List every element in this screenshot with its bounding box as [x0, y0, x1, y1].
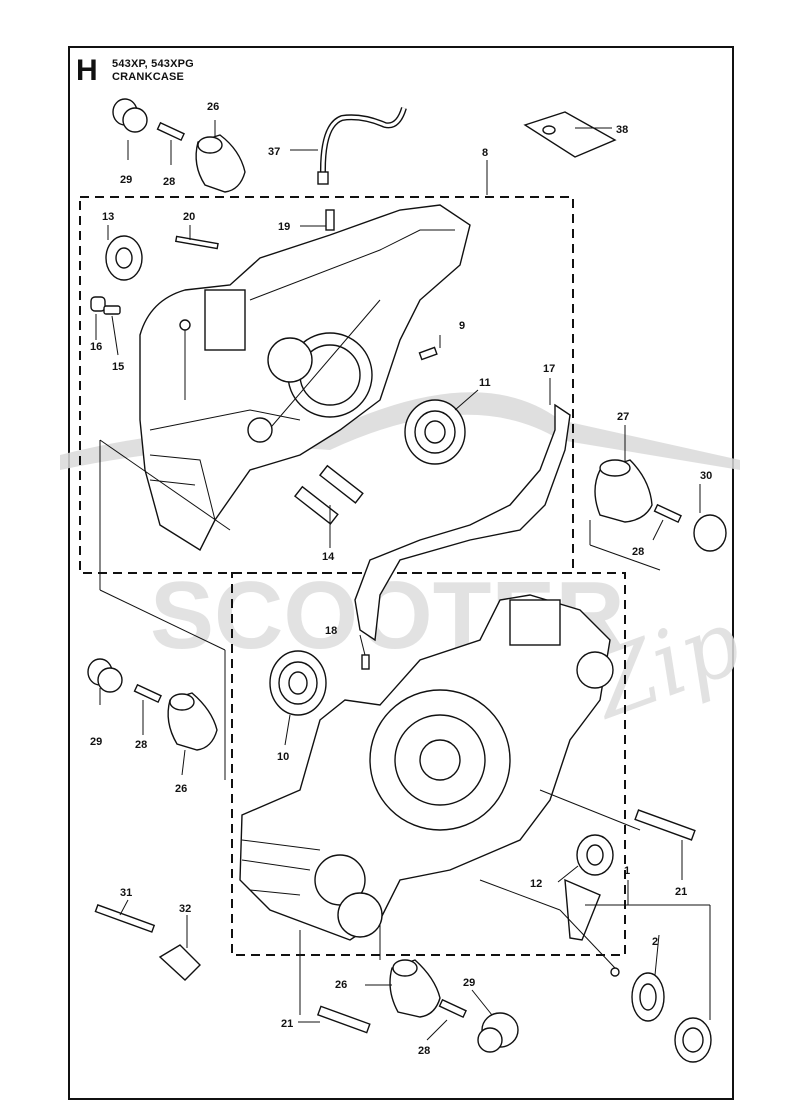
- crankcase-half-upper: [139, 204, 471, 552]
- damper-27: [594, 459, 653, 523]
- pin-20: [174, 235, 219, 250]
- bolt-21-right: [634, 809, 696, 841]
- callout-26-bottom: 26: [335, 979, 347, 991]
- cap-30: [693, 514, 727, 552]
- callout-labels: 29 28 26 37 38 8 13 20 19 9 16 15 11 17 …: [90, 101, 712, 1057]
- callout-28-right: 28: [632, 546, 644, 558]
- damper-26-bottom: [389, 959, 441, 1018]
- buffer-29-left: [87, 658, 123, 693]
- pin-9: [418, 346, 438, 361]
- callout-37: 37: [268, 146, 280, 158]
- callout-38: 38: [616, 124, 628, 136]
- crankcase-half-1-boundary: [79, 196, 574, 574]
- screw-28-bottom: [438, 998, 467, 1019]
- nipple-19: [325, 209, 335, 231]
- decal-38: [523, 111, 617, 158]
- callout-15: 15: [112, 361, 124, 373]
- callout-28-bottom: 28: [418, 1045, 430, 1057]
- callout-29-left: 29: [90, 736, 102, 748]
- pins-14: [293, 464, 364, 525]
- pin-18: [361, 654, 370, 670]
- seal-12: [576, 834, 614, 876]
- callout-32: 32: [179, 903, 191, 915]
- callout-17: 17: [543, 363, 555, 375]
- callout-10: 10: [277, 751, 289, 763]
- callout-11: 11: [479, 377, 491, 389]
- gasket: [354, 403, 571, 642]
- callout-18: 18: [325, 625, 337, 637]
- callout-19: 19: [278, 221, 290, 233]
- leader-lines: [95, 120, 711, 1041]
- diagram-frame: [68, 46, 734, 1100]
- callout-29-bottom: 29: [463, 977, 475, 989]
- bearing-11: [404, 399, 466, 465]
- callout-27: 27: [617, 411, 629, 423]
- callout-21-right: 21: [675, 886, 687, 898]
- bracket-32: [158, 944, 201, 981]
- section-letter: H: [76, 54, 98, 87]
- buffer-29-top: [112, 98, 148, 133]
- plug-16: [90, 296, 106, 312]
- washer-2: [631, 972, 665, 1022]
- callout-13: 13: [102, 211, 114, 223]
- cover-1: [564, 878, 601, 941]
- oil-seal-13: [105, 235, 143, 281]
- screw-28-right: [653, 503, 682, 524]
- threaded-fitting: [674, 1017, 712, 1063]
- callout-16: 16: [90, 341, 102, 353]
- callout-21-bottom: 21: [281, 1018, 293, 1030]
- damper-26-top: [195, 134, 246, 193]
- callout-30: 30: [700, 470, 712, 482]
- crankcase-half-2-boundary: [231, 572, 626, 956]
- callout-28-left: 28: [135, 739, 147, 751]
- callout-26-left: 26: [175, 783, 187, 795]
- callout-2: 2: [652, 936, 658, 948]
- callout-8: 8: [482, 147, 488, 159]
- screw-31: [94, 904, 156, 933]
- screw-28-top: [156, 121, 185, 142]
- callout-28-top: 28: [163, 176, 175, 188]
- callout-29-top: 29: [120, 174, 132, 186]
- nipple-15: [103, 305, 121, 315]
- callout-12: 12: [530, 878, 542, 890]
- bearing-10: [269, 650, 327, 716]
- bolt-21-bottom: [316, 1005, 371, 1034]
- crankcase-half-lower: [239, 594, 614, 941]
- callout-31: 31: [120, 887, 132, 899]
- screw-28-left: [133, 683, 162, 704]
- callout-9: 9: [459, 320, 465, 332]
- model-numbers: 543XP, 543XPG: [112, 58, 194, 70]
- callout-1: 1: [624, 865, 630, 877]
- callout-20: 20: [183, 211, 195, 223]
- buffer-29-bottom: [477, 1012, 519, 1053]
- callout-26-top: 26: [207, 101, 219, 113]
- damper-26-left: [167, 692, 218, 751]
- diagram-title: CRANKCASE: [112, 71, 185, 83]
- callout-14: 14: [322, 551, 335, 563]
